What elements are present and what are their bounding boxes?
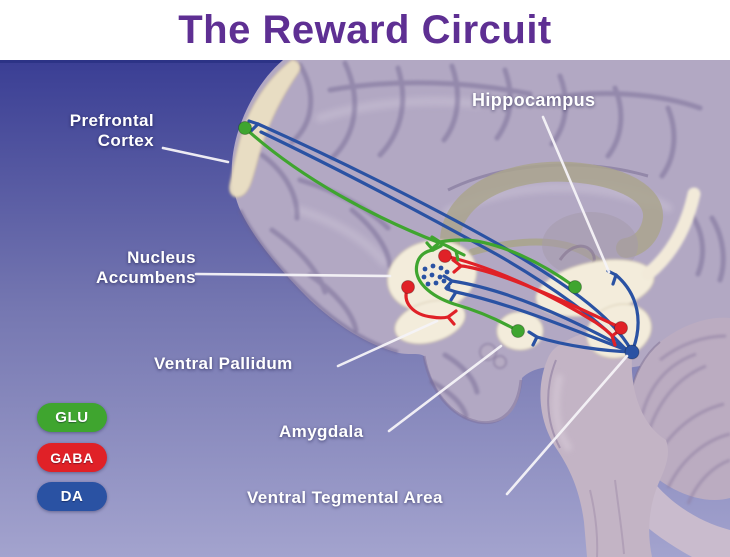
label-hippocampus: Hippocampus <box>472 90 596 110</box>
leader-amygdala <box>387 344 503 433</box>
glu-neuron-somas <box>238 121 582 338</box>
legend-label-da: DA <box>60 488 84 505</box>
glu-pathways <box>243 126 577 333</box>
gaba-neuron-somas <box>401 249 628 335</box>
brain-illustration <box>0 60 730 557</box>
legend-chip-gaba: GABA <box>37 443 107 472</box>
label-line: Prefrontal <box>69 111 154 130</box>
legend-chip-glu: GLU <box>37 403 107 432</box>
brain-diagram: Prefrontal Cortex Hippocampus Nucleus Ac… <box>0 60 730 557</box>
leader-ventral-tegmental-area <box>505 354 629 496</box>
legend-label-gaba: GABA <box>50 449 94 466</box>
leader-nucleus-accumbens <box>194 272 392 278</box>
label-ventral-tegmental-area: Ventral Tegmental Area <box>247 488 443 507</box>
fimbria-band <box>641 187 701 281</box>
gaba-pathways <box>404 254 623 347</box>
leader-prefrontal-cortex <box>161 146 230 164</box>
figure-header: The Reward Circuit <box>0 0 730 60</box>
label-line: Nucleus <box>127 248 196 267</box>
cortex-sulci <box>259 60 726 419</box>
label-line: Accumbens <box>96 268 196 287</box>
da-neuron-soma <box>624 344 640 360</box>
brainstem <box>540 329 668 557</box>
label-leader-lines <box>161 115 629 496</box>
leader-ventral-pallidum <box>336 319 439 368</box>
mammillary-body <box>479 343 497 361</box>
legend-chip-da: DA <box>37 482 107 511</box>
label-nucleus-accumbens: Nucleus Accumbens <box>58 248 196 288</box>
page-title: The Reward Circuit <box>178 8 552 52</box>
legend-label-glu: GLU <box>55 409 89 426</box>
label-amygdala: Amygdala <box>279 422 364 441</box>
label-line: Cortex <box>97 131 154 150</box>
mammillary-body <box>493 355 507 369</box>
label-ventral-pallidum: Ventral Pallidum <box>154 354 293 373</box>
label-prefrontal-cortex: Prefrontal Cortex <box>40 111 154 151</box>
leader-hippocampus <box>541 115 611 274</box>
